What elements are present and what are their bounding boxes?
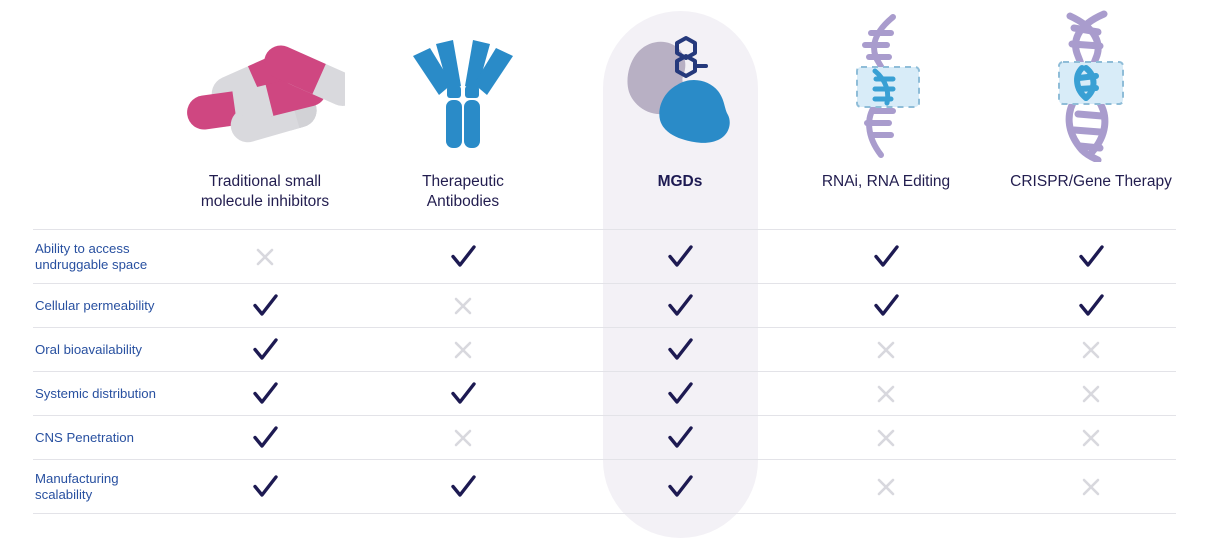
row-label: Ability to access undruggable space xyxy=(35,240,148,272)
column-header-small-molecule: Traditional small molecule inhibitors xyxy=(200,173,330,210)
check-icon xyxy=(663,289,697,323)
cross-icon xyxy=(869,377,903,411)
row-label: Systemic distribution xyxy=(35,385,156,401)
comparison-table: Ability to access undruggable space Cell… xyxy=(33,229,1176,514)
cross-icon xyxy=(1074,333,1108,367)
cross-icon xyxy=(446,333,480,367)
capsules-icon xyxy=(180,8,350,163)
table-row: Cellular permeability xyxy=(33,283,1176,327)
row-label: CNS Penetration xyxy=(35,429,134,445)
check-icon xyxy=(446,240,480,274)
cross-icon xyxy=(446,289,480,323)
check-icon xyxy=(663,240,697,274)
antibody-icon xyxy=(378,8,548,163)
modality-icon-row xyxy=(0,0,1212,170)
row-label: Manufacturing scalability xyxy=(35,470,119,502)
cross-icon xyxy=(869,333,903,367)
cross-icon xyxy=(869,421,903,455)
check-icon xyxy=(1074,289,1108,323)
cross-icon xyxy=(1074,421,1108,455)
table-row: Systemic distribution xyxy=(33,371,1176,415)
check-icon xyxy=(248,333,282,367)
row-label: Oral bioavailability xyxy=(35,341,143,357)
check-icon xyxy=(446,470,480,504)
check-icon xyxy=(248,289,282,323)
cross-icon xyxy=(248,240,282,274)
check-icon xyxy=(663,377,697,411)
check-icon xyxy=(248,470,282,504)
check-icon xyxy=(446,377,480,411)
table-row: CNS Penetration xyxy=(33,415,1176,459)
check-icon xyxy=(248,421,282,455)
check-icon xyxy=(248,377,282,411)
cross-icon xyxy=(446,421,480,455)
column-header-mgds: MGDs xyxy=(657,173,703,190)
table-row: Manufacturing scalability xyxy=(33,459,1176,514)
cross-icon xyxy=(1074,470,1108,504)
rna-strand-highlight-icon xyxy=(801,8,971,163)
check-icon xyxy=(869,289,903,323)
cross-icon xyxy=(869,470,903,504)
row-label: Cellular permeability xyxy=(35,297,155,313)
column-header-crispr: CRISPR/Gene Therapy xyxy=(1010,173,1172,190)
column-header-rnai: RNAi, RNA Editing xyxy=(821,173,951,190)
check-icon xyxy=(663,333,697,367)
check-icon xyxy=(663,470,697,504)
table-row: Oral bioavailability xyxy=(33,327,1176,371)
table-row: Ability to access undruggable space xyxy=(33,229,1176,283)
cross-icon xyxy=(1074,377,1108,411)
check-icon xyxy=(1074,240,1108,274)
dna-helix-highlight-icon xyxy=(1006,8,1176,163)
check-icon xyxy=(663,421,697,455)
check-icon xyxy=(869,240,903,274)
column-header-antibodies: Therapeutic Antibodies xyxy=(422,173,504,210)
protein-blobs-molecule-icon xyxy=(595,8,765,163)
column-header-row: Traditional small molecule inhibitors Th… xyxy=(0,172,1212,224)
